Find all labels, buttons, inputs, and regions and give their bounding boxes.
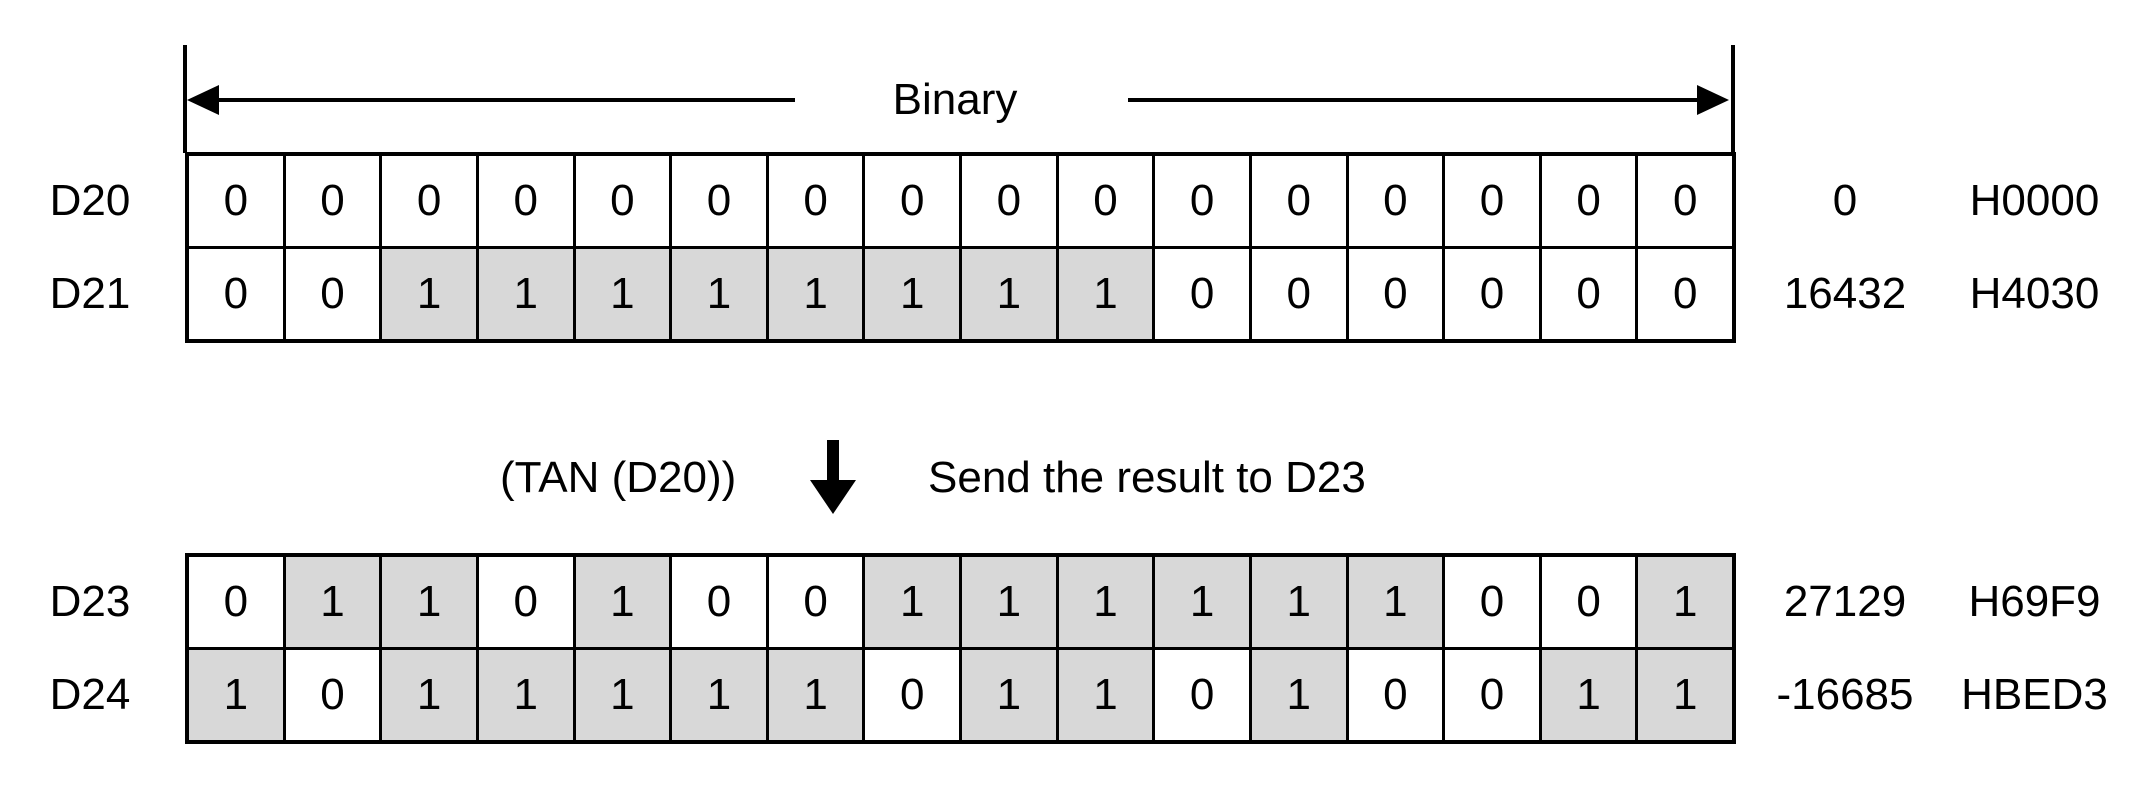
- bit-cell: 0: [1638, 156, 1732, 246]
- hex-value-d21: H4030: [1969, 269, 2100, 318]
- bit-cell: 1: [672, 650, 766, 740]
- bit-cell: 1: [962, 557, 1056, 647]
- hex-value-d20: H0000: [1969, 176, 2100, 225]
- bit-cell: 0: [478, 156, 573, 246]
- bit-cell: 0: [1638, 249, 1732, 339]
- bit-cell: 1: [1058, 650, 1153, 740]
- bit-cell: 0: [1155, 249, 1249, 339]
- bit-cell: 1: [1541, 650, 1636, 740]
- bit-cell: 0: [189, 249, 283, 339]
- bit-cell: 0: [1445, 557, 1539, 647]
- decimal-value-d21: 16432: [1783, 269, 1907, 318]
- bit-cell: 0: [285, 156, 380, 246]
- bit-cell: 1: [382, 650, 476, 740]
- register-label-d23: D23: [49, 577, 131, 626]
- down-arrow-icon: [810, 440, 856, 514]
- bit-cell: 0: [1445, 156, 1539, 246]
- bit-cell: 0: [1348, 156, 1443, 246]
- bit-cell: 1: [865, 249, 959, 339]
- bit-cell: 0: [865, 156, 959, 246]
- bit-cell: 0: [285, 650, 380, 740]
- bit-cell: 0: [1541, 249, 1636, 339]
- register-label-d24: D24: [49, 670, 131, 719]
- bit-cell: 1: [478, 650, 573, 740]
- operation-description: Send the result to D23: [928, 453, 1366, 502]
- bit-cell: 1: [865, 557, 959, 647]
- bit-cell: 1: [575, 249, 670, 339]
- bit-cell: 0: [865, 650, 959, 740]
- decimal-value-d20: 0: [1832, 176, 1858, 225]
- bit-cell: 1: [382, 249, 476, 339]
- bit-cell: 1: [962, 249, 1056, 339]
- decimal-value-d24: -16685: [1776, 670, 1914, 719]
- operation-expression: (TAN (D20)): [500, 453, 737, 502]
- bit-cell: 1: [1251, 650, 1346, 740]
- bit-cell: 0: [382, 156, 476, 246]
- register-label-d20: D20: [49, 176, 131, 225]
- bit-cell: 0: [1541, 557, 1636, 647]
- bit-cell: 0: [1445, 650, 1539, 740]
- bit-cell: 0: [1155, 156, 1249, 246]
- bit-cell: 0: [1251, 156, 1346, 246]
- register-label-d21: D21: [49, 269, 131, 318]
- bit-cell: 1: [1058, 249, 1153, 339]
- bit-cell: 0: [575, 156, 670, 246]
- bit-cell: 1: [1058, 557, 1153, 647]
- bit-cell: 0: [1251, 249, 1346, 339]
- bit-cell: 1: [1638, 557, 1732, 647]
- bit-cell: 0: [1058, 156, 1153, 246]
- bit-cell: 0: [1348, 650, 1443, 740]
- bit-cell: 0: [189, 557, 283, 647]
- bit-cell: 1: [189, 650, 283, 740]
- bit-cell: 1: [1251, 557, 1346, 647]
- bit-cell: 0: [962, 156, 1056, 246]
- bit-cell: 1: [768, 650, 863, 740]
- hex-value-d23: H69F9: [1968, 577, 2101, 626]
- bit-cell: 0: [285, 249, 380, 339]
- bit-cell: 0: [1155, 650, 1249, 740]
- bit-cell: 1: [478, 249, 573, 339]
- bit-cell: 0: [768, 557, 863, 647]
- binary-range-label: Binary: [892, 75, 1018, 124]
- right-arrowhead-icon: [1697, 85, 1729, 115]
- left-arrow-line: [202, 98, 795, 102]
- bit-cell: 0: [189, 156, 283, 246]
- right-arrow-line: [1128, 98, 1700, 102]
- bit-cell: 0: [1541, 156, 1636, 246]
- decimal-value-d23: 27129: [1783, 577, 1907, 626]
- bit-cell: 0: [478, 557, 573, 647]
- hex-value-d24: HBED3: [1961, 670, 2108, 719]
- bit-cell: 0: [768, 156, 863, 246]
- bit-cell: 1: [768, 249, 863, 339]
- bit-cell: 0: [672, 156, 766, 246]
- bit-cell: 1: [285, 557, 380, 647]
- bit-cell: 0: [1445, 249, 1539, 339]
- bit-cell: 0: [1348, 249, 1443, 339]
- bit-cell: 1: [1348, 557, 1443, 647]
- bit-cell: 1: [962, 650, 1056, 740]
- bit-cell: 1: [575, 650, 670, 740]
- bit-cell: 0: [672, 557, 766, 647]
- bit-cell: 1: [382, 557, 476, 647]
- left-boundary-line: [183, 45, 187, 153]
- bit-cell: 1: [672, 249, 766, 339]
- bit-cell: 1: [1638, 650, 1732, 740]
- right-boundary-line: [1731, 45, 1735, 153]
- bit-cell: 1: [575, 557, 670, 647]
- bit-cell: 1: [1155, 557, 1249, 647]
